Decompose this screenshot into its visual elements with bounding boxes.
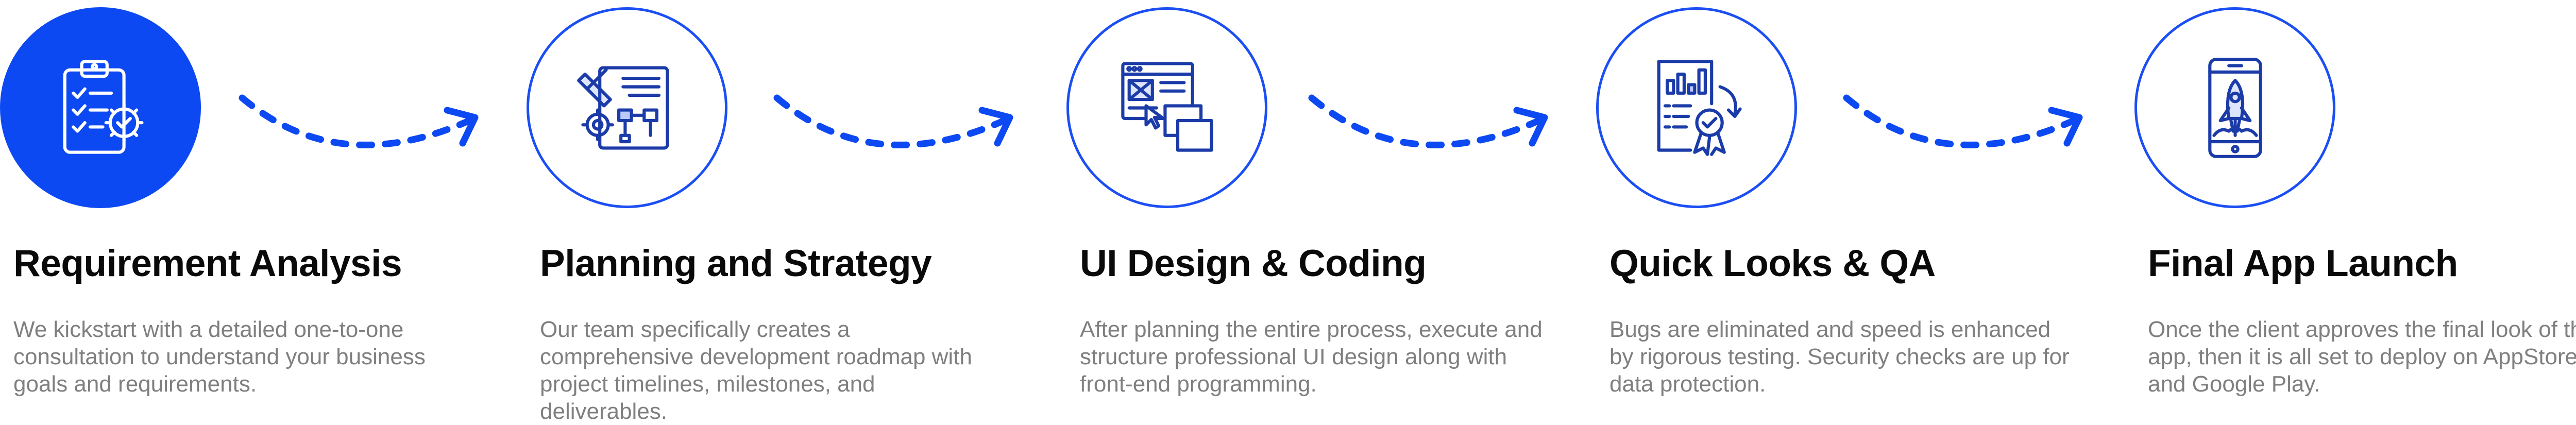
step-title: Quick Looks & QA <box>1609 243 1936 284</box>
dashed-arrow-icon <box>239 94 479 148</box>
step-icon-circle <box>0 7 201 208</box>
step-description: We kickstart with a detailed one-to-one … <box>13 317 426 397</box>
dashed-arrow-icon <box>1843 94 2083 148</box>
step-icon-circle <box>2134 7 2335 208</box>
clipboard-checklist-gear-icon <box>63 59 144 154</box>
blueprint-pencil-gear-icon <box>577 66 669 149</box>
step-title: UI Design & Coding <box>1080 243 1427 284</box>
step-description: After planning the entire process, execu… <box>1080 317 1543 397</box>
step-description: Once the client approves the final look … <box>2148 317 2576 397</box>
step-icon-circle <box>1596 7 1797 208</box>
step-icon-circle <box>527 7 727 208</box>
step-description: Bugs are eliminated and speed is enhance… <box>1609 317 2070 397</box>
ui-wireframe-windows-icon <box>1121 61 1213 152</box>
step-title: Final App Launch <box>2148 243 2458 284</box>
qa-report-badge-icon <box>1657 59 1742 156</box>
dashed-arrow-icon <box>1308 94 1548 148</box>
step-description: Our team specifically creates a comprehe… <box>540 317 972 424</box>
phone-rocket-launch-icon <box>2208 57 2262 158</box>
step-title: Requirement Analysis <box>13 243 402 284</box>
step-title: Planning and Strategy <box>540 243 932 284</box>
dashed-arrow-icon <box>773 94 1013 148</box>
step-icon-circle <box>1066 7 1267 208</box>
